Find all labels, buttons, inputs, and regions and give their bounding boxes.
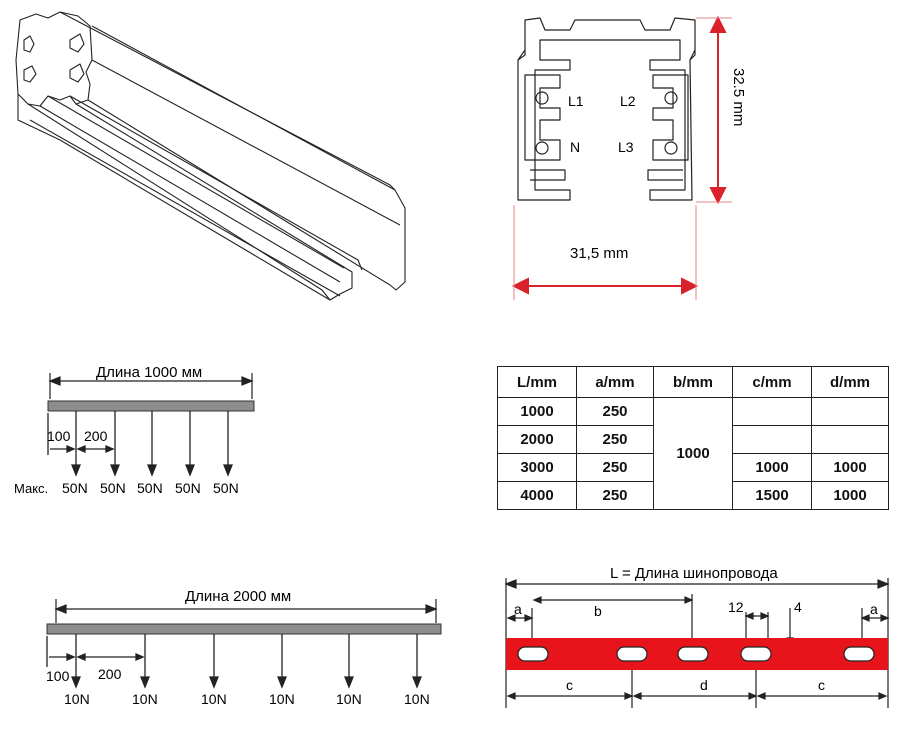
load-1000-3: 50N bbox=[137, 480, 163, 496]
label-l3: L3 bbox=[618, 139, 634, 155]
header-b: b/mm bbox=[653, 366, 733, 398]
max-prefix: Макс. bbox=[14, 481, 48, 496]
label-c-left: c bbox=[566, 677, 573, 693]
cell-b-merged: 1000 bbox=[653, 397, 733, 510]
label-d: d bbox=[700, 677, 708, 693]
gap-step-1000: 200 bbox=[84, 428, 108, 444]
load-2000-4: 10N bbox=[269, 691, 295, 707]
table-row: 1000 250 1000 bbox=[497, 397, 889, 510]
label-a-right: a bbox=[870, 601, 878, 617]
width-dimension: 31,5 mm bbox=[570, 245, 628, 262]
spec-table: L/mm a/mm b/mm c/mm d/mm 1000 250 1000 2… bbox=[497, 366, 889, 510]
table-header-row: L/mm a/mm b/mm c/mm d/mm bbox=[497, 366, 889, 398]
gap-first-1000: 100 bbox=[47, 428, 71, 444]
load-diagram-1000: Длина 1000 мм 100 200 Макс. 50N 50N 50N … bbox=[14, 364, 255, 496]
load-2000-2: 10N bbox=[132, 691, 158, 707]
cell-a: 250 bbox=[576, 481, 654, 510]
cell-c bbox=[732, 425, 812, 454]
label-n: N bbox=[570, 139, 580, 155]
gap-step-2000: 200 bbox=[98, 666, 122, 682]
length-label-1000: Длина 1000 мм bbox=[96, 364, 202, 381]
header-l: L/mm bbox=[497, 366, 577, 398]
load-1000-4: 50N bbox=[175, 480, 201, 496]
rail-bar-1000 bbox=[47, 400, 255, 412]
profile-cross-section: L1 L2 N L3 32.5 mm 31,5 mm bbox=[511, 15, 747, 300]
cell-l: 4000 bbox=[497, 481, 577, 510]
label-a-left: a bbox=[514, 601, 522, 617]
load-2000-3: 10N bbox=[201, 691, 227, 707]
load-1000-2: 50N bbox=[100, 480, 126, 496]
label-l2: L2 bbox=[620, 93, 636, 109]
cell-l: 2000 bbox=[497, 425, 577, 454]
cell-a: 250 bbox=[576, 453, 654, 482]
load-1000-1: 50N bbox=[62, 480, 88, 496]
table-row: 4000 250 1500 1000 bbox=[497, 481, 889, 510]
gap-first-2000: 100 bbox=[46, 668, 70, 684]
cell-d: 1000 bbox=[811, 453, 889, 482]
cell-l: 1000 bbox=[497, 397, 577, 426]
header-c: c/mm bbox=[732, 366, 812, 398]
load-2000-5: 10N bbox=[336, 691, 362, 707]
mounting-slot bbox=[677, 646, 709, 662]
cell-c: 1000 bbox=[732, 453, 812, 482]
rail-mounting-diagram: L = Длина шинопровода bbox=[504, 565, 890, 708]
label-c-right: c bbox=[818, 677, 825, 693]
mounting-slot bbox=[740, 646, 772, 662]
header-a: a/mm bbox=[576, 366, 654, 398]
header-d: d/mm bbox=[811, 366, 889, 398]
rail-bar-2000 bbox=[46, 623, 442, 635]
length-label-2000: Длина 2000 мм bbox=[185, 588, 291, 605]
cell-d bbox=[811, 425, 889, 454]
label-12: 12 bbox=[728, 599, 744, 615]
cell-a: 250 bbox=[576, 425, 654, 454]
cell-d bbox=[811, 397, 889, 426]
load-2000-6: 10N bbox=[404, 691, 430, 707]
load-1000-5: 50N bbox=[213, 480, 239, 496]
cell-d: 1000 bbox=[811, 481, 889, 510]
cell-l: 3000 bbox=[497, 453, 577, 482]
label-l1: L1 bbox=[568, 93, 584, 109]
table-row: 2000 250 bbox=[497, 425, 889, 454]
label-b: b bbox=[594, 603, 602, 619]
track-isometric-drawing bbox=[15, 11, 406, 301]
label-4: 4 bbox=[794, 599, 802, 615]
load-diagram-2000: Длина 2000 мм 100 200 10N 10N 10N 10N 10… bbox=[46, 588, 442, 707]
cell-c bbox=[732, 397, 812, 426]
mounting-slot bbox=[616, 646, 648, 662]
cell-a: 250 bbox=[576, 397, 654, 426]
load-2000-1: 10N bbox=[64, 691, 90, 707]
mounting-slot bbox=[843, 646, 875, 662]
rail-title: L = Длина шинопровода bbox=[610, 565, 778, 582]
height-dimension: 32.5 mm bbox=[730, 68, 747, 126]
cell-c: 1500 bbox=[732, 481, 812, 510]
mounting-slot bbox=[517, 646, 549, 662]
